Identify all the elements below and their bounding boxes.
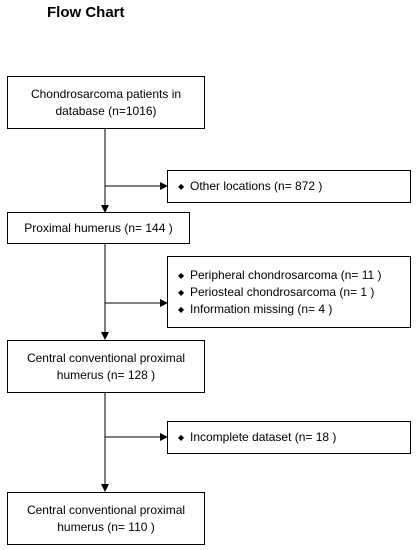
list-item: ◆ Peripheral chondrosarcoma (n= 11 ) [178,267,410,284]
list-item: ◆ Other locations (n= 872 ) [178,178,410,195]
diamond-bullet-icon: ◆ [178,433,185,442]
box-proximal-line1: Proximal humerus (n= 144 ) [24,220,173,235]
box-central2-line1: Central conventional proximal [26,502,186,517]
exclusion-incomplete-dataset: Incomplete dataset (n= 18 ) [190,430,337,444]
diamond-bullet-icon: ◆ [178,182,185,191]
box-central2-line2: humerus (n= 110 ) [57,519,155,534]
box-database-line2: database (n=1016) [55,103,157,118]
list-item: ◆ Periosteal chondrosarcoma (n= 1 ) [178,284,410,301]
box-database: Chondrosarcoma patients in database (n=1… [7,76,205,129]
exclusion-information-missing: Information missing (n= 4 ) [190,301,333,316]
exclusion-periosteal: Periosteal chondrosarcoma (n= 1 ) [190,284,375,299]
exclusion-other-locations: Other locations (n= 872 ) [190,179,323,193]
box-central-conventional-2: Central conventional proximal humerus (n… [7,492,205,545]
diamond-bullet-icon: ◆ [178,270,185,280]
box-central-conventional-1: Central conventional proximal humerus (n… [7,340,205,393]
list-item: ◆ Incomplete dataset (n= 18 ) [178,429,410,446]
page-title: Flow Chart [47,4,125,21]
list-item: ◆ Information missing (n= 4 ) [178,301,410,318]
diamond-bullet-icon: ◆ [178,304,185,314]
diamond-bullet-icon: ◆ [178,287,185,297]
box-other-locations: ◆ Other locations (n= 872 ) [167,170,411,203]
box-database-line1: Chondrosarcoma patients in [30,86,182,101]
box-subtypes: ◆ Peripheral chondrosarcoma (n= 11 ) ◆ P… [167,256,411,328]
box-central1-line2: humerus (n= 128 ) [56,367,156,382]
box-proximal-humerus: Proximal humerus (n= 144 ) [7,212,190,244]
box-central1-line1: Central conventional proximal [26,350,186,365]
exclusion-peripheral: Peripheral chondrosarcoma (n= 11 ) [190,267,382,282]
box-incomplete-dataset: ◆ Incomplete dataset (n= 18 ) [167,421,411,454]
